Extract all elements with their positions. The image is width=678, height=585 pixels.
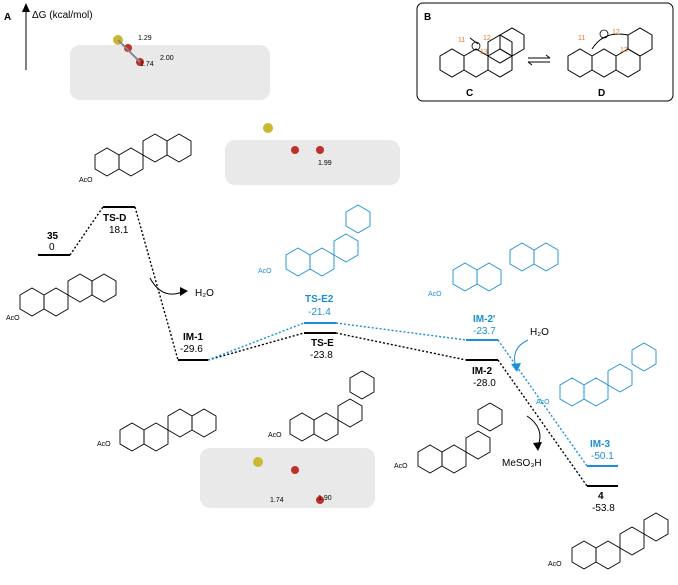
state-ts-e2-energy: -21.4 bbox=[308, 307, 331, 318]
atom-12-c: 12 bbox=[483, 35, 491, 42]
state-ts-e-energy: -23.8 bbox=[310, 350, 333, 361]
atom-12-d: 12 bbox=[612, 29, 620, 36]
h2o-uptake-arrowhead bbox=[511, 363, 521, 372]
state-im-1-energy: -29.6 bbox=[180, 344, 203, 355]
state-im-3-name: IM-3 bbox=[590, 439, 610, 450]
h2o-release-arrowhead bbox=[180, 287, 188, 296]
state-ts-e-name: TS-E bbox=[311, 338, 334, 349]
atom-11-d: 11 bbox=[578, 35, 585, 42]
blue-pathway-connectors bbox=[207, 322, 588, 467]
distance-3: 2.00 bbox=[160, 55, 174, 62]
state-im-3-energy: -50.1 bbox=[591, 451, 614, 462]
structure-ts-e bbox=[289, 370, 375, 442]
structure-c-label: C bbox=[466, 88, 473, 99]
distance-1: 1.29 bbox=[138, 35, 152, 42]
aco-im-2: AcO bbox=[394, 463, 408, 470]
ts-e-3d-model bbox=[200, 448, 375, 508]
panel-b-label: B bbox=[424, 12, 431, 23]
cation-marker-d bbox=[599, 29, 609, 39]
energy-axis-label: ΔG (kcal/mol) bbox=[32, 10, 93, 21]
structure-4 bbox=[571, 512, 669, 570]
aco-35: AcO bbox=[6, 315, 20, 322]
distance-4: 1.99 bbox=[318, 160, 332, 167]
structure-im-1 bbox=[119, 408, 217, 452]
mesoh-release-arrowhead bbox=[533, 442, 542, 451]
h2o-release-arrow bbox=[149, 277, 183, 295]
state-4-energy: -53.8 bbox=[592, 503, 615, 514]
black-pathway-connectors bbox=[69, 206, 588, 487]
ts-d-3d-model bbox=[70, 35, 270, 100]
aco-ts-e2: AcO bbox=[258, 268, 272, 275]
structure-ts-e2 bbox=[285, 204, 371, 277]
mesoh-label: MeSO₃H bbox=[502, 458, 542, 469]
aco-ts-d: AcO bbox=[79, 177, 93, 184]
energy-axis-arrow bbox=[22, 3, 30, 12]
atom-13-d: 13 bbox=[620, 47, 628, 54]
state-4-name: 4 bbox=[598, 491, 604, 502]
atom-13-c: 13 bbox=[480, 49, 488, 56]
h2o-uptake-label: H₂O bbox=[530, 327, 549, 338]
distance-6: 1.90 bbox=[318, 495, 332, 502]
structure-d bbox=[567, 27, 653, 78]
aco-im-1: AcO bbox=[97, 441, 111, 448]
aco-im-2p: AcO bbox=[428, 291, 442, 298]
ts-e2-3d-model bbox=[225, 123, 400, 185]
aco-4: AcO bbox=[548, 561, 562, 568]
state-im-2p-energy: -23.7 bbox=[473, 326, 496, 337]
distance-5: 1.74 bbox=[270, 497, 284, 504]
mesoh-release-arrow bbox=[526, 415, 541, 447]
state-im-2p-name: IM-2' bbox=[473, 314, 495, 325]
aco-im-3: AcO bbox=[536, 399, 550, 406]
state-35-name: 35 bbox=[47, 231, 59, 242]
panel-a-label: A bbox=[4, 12, 11, 23]
state-35-energy: 0 bbox=[49, 242, 55, 253]
h2o-release-label: H₂O bbox=[195, 288, 214, 299]
structure-im-2p bbox=[452, 242, 559, 292]
aco-ts-e: AcO bbox=[268, 432, 282, 439]
atom-11-c: 11 bbox=[458, 37, 465, 44]
distance-2: 1.74 bbox=[140, 61, 154, 68]
state-ts-d-energy: 18.1 bbox=[109, 225, 129, 236]
structure-c bbox=[439, 27, 525, 78]
structure-im-3 bbox=[559, 342, 657, 407]
state-im-2-name: IM-2 bbox=[472, 366, 492, 377]
cation-marker-c bbox=[471, 41, 481, 51]
state-im-2-energy: -28.0 bbox=[473, 378, 496, 389]
equilibrium-arrows bbox=[527, 54, 551, 66]
structure-d-label: D bbox=[598, 88, 605, 99]
state-ts-d-name: TS-D bbox=[103, 213, 126, 224]
panel-b-box bbox=[416, 2, 674, 102]
structure-35 bbox=[19, 273, 117, 317]
state-ts-e2-name: TS-E2 bbox=[305, 294, 334, 305]
structure-im-2 bbox=[417, 402, 503, 474]
state-im-1-name: IM-1 bbox=[183, 332, 203, 343]
structure-ts-d bbox=[94, 133, 192, 177]
